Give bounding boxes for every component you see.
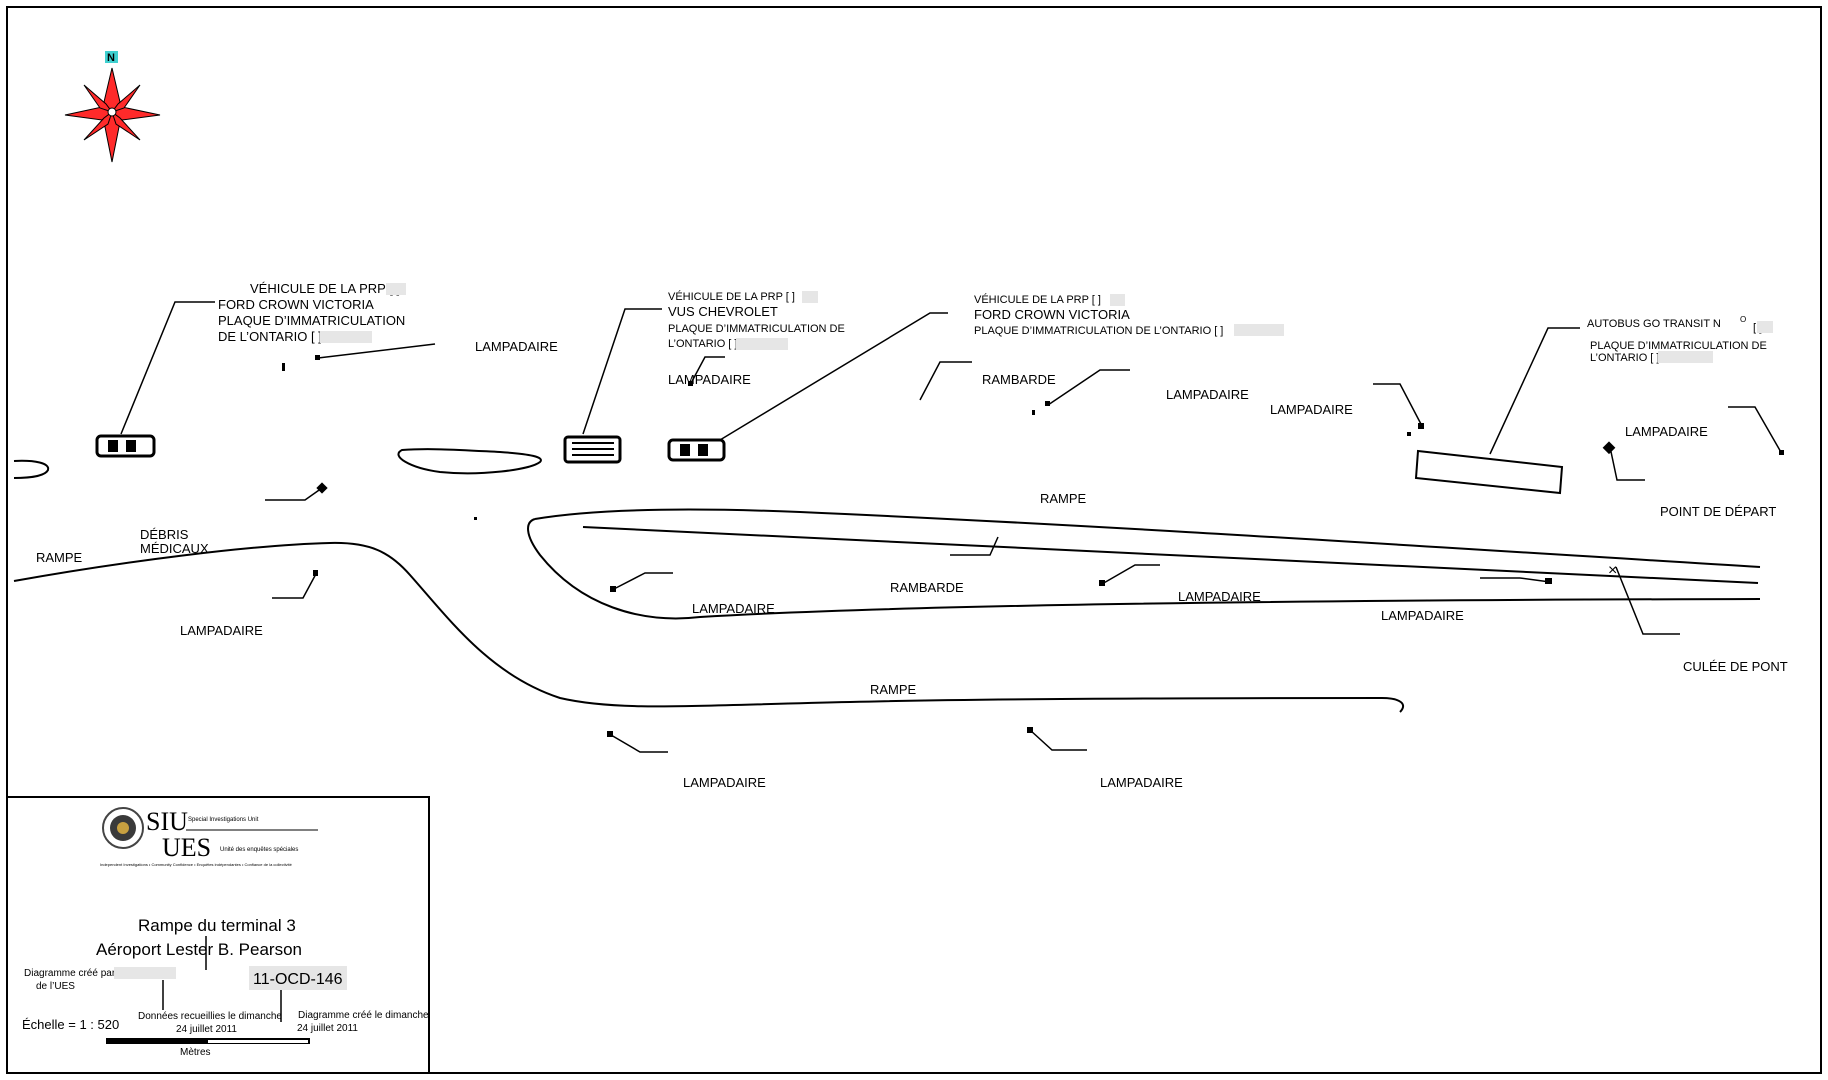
- lamp-label-9: LAMPADAIRE: [1381, 608, 1464, 623]
- bus-label-line3: L’ONTARIO [ ]: [1590, 352, 1659, 364]
- lamp-label-11: LAMPADAIRE: [1100, 775, 1183, 790]
- lamp-label-6: LAMPADAIRE: [180, 623, 263, 638]
- diagram-created: Diagramme créé le dimanche: [298, 1010, 429, 1021]
- logo-sub: UES: [162, 833, 211, 862]
- legend-title-line2: Aéroport Lester B. Pearson: [96, 940, 302, 959]
- vehicle3-label-line2: FORD CROWN VICTORIA: [974, 307, 1130, 322]
- siu-seal-icon: [102, 807, 144, 849]
- rampe-label-3: RAMPE: [870, 682, 917, 697]
- go-transit-bus: [1414, 449, 1564, 495]
- bus-label-number-sup: O: [1740, 315, 1746, 324]
- logo-small1: Special Investigations Unit: [188, 817, 259, 823]
- case-number: 11-OCD-146: [253, 971, 343, 988]
- vehicle-ford-crown-victoria-2: [667, 438, 726, 462]
- bus-label-line2: PLAQUE D’IMMATRICULATION DE: [1590, 340, 1767, 352]
- vehicle-ford-crown-victoria-1: [95, 434, 156, 458]
- compass-rose-icon: N: [64, 51, 161, 163]
- vehicle2-label-line1: VÉHICULE DE LA PRP [ ]: [668, 290, 795, 303]
- debris-label-line1: DÉBRIS: [140, 527, 189, 542]
- lamp-label-4: LAMPADAIRE: [1270, 402, 1353, 417]
- debris-label-line2: MÉDICAUX: [140, 541, 209, 556]
- lamp-label-10: LAMPADAIRE: [683, 775, 766, 790]
- vehicle1-leader: [120, 301, 215, 435]
- vehicle-chevrolet-suv: [563, 435, 622, 464]
- scale-text: Échelle = 1 : 520: [22, 1017, 119, 1032]
- vehicle3-label-line3: PLAQUE D’IMMATRICULATION DE L’ONTARIO [ …: [974, 325, 1223, 337]
- rampe-label-1: RAMPE: [36, 550, 83, 565]
- culee-label: CULÉE DE PONT: [1683, 659, 1788, 674]
- north-label: N: [107, 52, 115, 64]
- units-label: Mètres: [180, 1047, 211, 1058]
- bus-label-line1: AUTOBUS GO TRANSIT N: [1587, 318, 1721, 330]
- point-depart-label: POINT DE DÉPART: [1660, 504, 1776, 519]
- vehicle3-leader: [719, 312, 948, 441]
- logo-tagline: Independent Investigations • Community C…: [100, 862, 293, 867]
- created-by-line2: de l’UES: [36, 981, 75, 992]
- legend-box: SIU UES Special Investigations Unit Unit…: [6, 796, 430, 1074]
- bus-leader: [1489, 327, 1580, 455]
- vehicle2-label-line4: L’ONTARIO [ ]: [668, 338, 737, 350]
- data-collected: Données recueillies le dimanche: [138, 1011, 282, 1022]
- data-date: 24 juillet 2011: [176, 1024, 237, 1035]
- vehicle2-label-line2: VUS CHEVROLET: [668, 304, 778, 319]
- legend-title-line1: Rampe du terminal 3: [138, 916, 296, 935]
- lamp-label-5: LAMPADAIRE: [1625, 424, 1708, 439]
- rambarde-label-1: RAMBARDE: [982, 372, 1056, 387]
- logo-main: SIU: [146, 807, 188, 836]
- vehicle2-leader: [582, 308, 662, 435]
- logo-small2: Unité des enquêtes spéciales: [220, 847, 298, 853]
- rampe-label-2: RAMPE: [1040, 491, 1087, 506]
- vehicle1-label-line4: DE L’ONTARIO [ ]: [218, 329, 322, 344]
- lamp-label-8: LAMPADAIRE: [1178, 589, 1261, 604]
- lamp-label-2: LAMPADAIRE: [668, 372, 751, 387]
- diagram-date: 24 juillet 2011: [297, 1023, 358, 1034]
- created-by: Diagramme créé par [ ]: [24, 968, 126, 979]
- vehicle3-label-line1: VÉHICULE DE LA PRP [ ]: [974, 293, 1101, 306]
- svg-text:×: ×: [1608, 562, 1617, 579]
- vehicle2-label-line3: PLAQUE D’IMMATRICULATION DE: [668, 323, 845, 335]
- lamp-label-3: LAMPADAIRE: [1166, 387, 1249, 402]
- vehicle1-label-line2: FORD CROWN VICTORIA: [218, 297, 374, 312]
- lamp-post-markers: ×: [265, 343, 1784, 753]
- vehicle1-label-line1: VÉHICULE DE LA PRP [ ]: [250, 281, 400, 296]
- rambarde-label-2: RAMBARDE: [890, 580, 964, 595]
- vehicle1-label-line3: PLAQUE D’IMMATRICULATION: [218, 313, 405, 328]
- lamp-label-1: LAMPADAIRE: [475, 339, 558, 354]
- lamp-label-7: LAMPADAIRE: [692, 601, 775, 616]
